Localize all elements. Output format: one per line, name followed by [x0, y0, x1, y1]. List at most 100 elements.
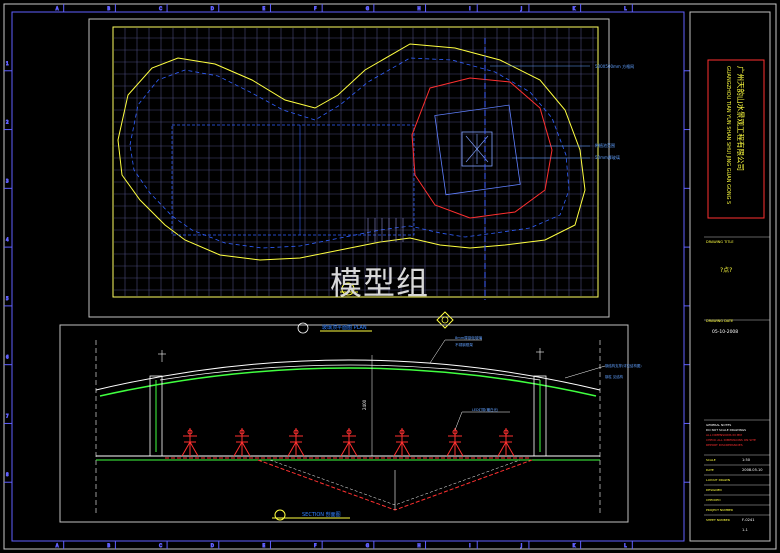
glass-roof-arch-inner [99, 367, 597, 397]
grid-number-left: 8 [6, 472, 9, 477]
grid-number-left: 6 [6, 355, 9, 360]
grid-letter-top: K [573, 6, 576, 11]
dimension-height-text: 2400 [362, 399, 367, 410]
grid-letter-top: F [314, 6, 317, 11]
elevation-marker-right [536, 348, 544, 360]
grid-letter-bottom: D [211, 543, 214, 548]
plan-viewport-outer [88, 18, 610, 318]
plan-viewport [112, 26, 599, 298]
tb-row-label: SCALE [706, 458, 716, 462]
planting-hatch [465, 134, 489, 164]
view-marker-icon [436, 311, 454, 329]
callout-3: 钢结构支撑(详见结构图) [605, 363, 642, 368]
glass-roof-arch [95, 359, 601, 391]
tb-row-label: PROJECT NUMBER [706, 508, 733, 512]
grid-number-left: 2 [6, 120, 9, 125]
grid-letter-bottom: G [366, 543, 369, 548]
title-block: GUANGZHOU TIAN YUN SHAN SHUI JING GUAN G… [689, 11, 771, 542]
tb-row-value: 1-1 [742, 528, 748, 532]
grid-letter-top: L [624, 6, 627, 11]
callout-2: 不锈钢框架 [455, 342, 473, 347]
callout-leader-1 [429, 339, 446, 364]
elevation-marker-left [158, 350, 166, 362]
general-note: ALL DIMENSIONS IN MM [706, 433, 742, 437]
general-note: REPORT DISCREPANCIES [706, 443, 743, 447]
tb-row-value: 2008.05.10 [742, 468, 763, 472]
grid-letter-top: I [469, 6, 470, 11]
grid-letter-bottom: B [107, 543, 110, 548]
watermark-text: 模型组 [330, 264, 430, 302]
grid-letter-bottom: H [418, 543, 421, 548]
grid-letter-top: D [211, 6, 214, 11]
glass-roof-outline [117, 43, 586, 261]
grid-letter-bottom: I [469, 543, 470, 548]
plan-label-dim: 500X500mm 方格网 [595, 63, 634, 69]
drawing-frame [11, 11, 685, 542]
section-viewport [59, 324, 629, 523]
grid-number-left: 5 [6, 296, 9, 301]
lamp-fixtures [181, 428, 515, 457]
grid-letter-top: E [262, 6, 265, 11]
section-bottom-title: SECTION 剖面图 [302, 511, 341, 518]
section-view: 玻璃顶平面图 PLAN 2400 8mm厚钢化玻璃 不锈钢框架 钢结构支撑(详见… [59, 322, 642, 523]
grid-letter-top: B [107, 6, 110, 11]
lamp-fixture-icon [393, 428, 411, 457]
date-label: DRAWING DATE [706, 319, 733, 323]
grid-letter-bottom: A [56, 543, 59, 548]
grid-number-left: 7 [6, 413, 9, 418]
plan-grid [114, 28, 597, 296]
drawing-title-value: ?点? [720, 266, 732, 274]
grid-letter-bottom: F [314, 543, 317, 548]
general-note: DO NOT SCALE DRAWINGS [706, 428, 746, 432]
planting-area-red [411, 77, 553, 219]
grid-letter-top: C [159, 6, 162, 11]
callout-leader-3 [454, 411, 463, 431]
tb-row-label: CHECKED [706, 498, 721, 502]
title-block-rows: SCALE DATE LAYOUT DRAWN DESIGNED CHECKED PROJ… [704, 454, 770, 532]
company-box [707, 59, 765, 219]
lamp-fixture-icon [181, 428, 199, 457]
plan-stairs [367, 218, 404, 242]
date-value: 05-10-2008 [712, 329, 738, 335]
callout-5: 钢柱 见结构 [605, 374, 624, 379]
tb-row-label: SHEET NUMBER [706, 518, 730, 522]
section-bottom-marker-icon [272, 509, 350, 521]
grid-number-left: 3 [6, 178, 9, 183]
tb-row-value: F-0241 [742, 518, 755, 522]
title-block-frame [689, 11, 771, 542]
lamp-fixture-icon [287, 428, 305, 457]
grid-letter-bottom: L [624, 543, 627, 548]
grid-number-left: 4 [6, 237, 9, 242]
glass-roof-arch-under [159, 364, 541, 381]
lamp-fixture-icon [340, 428, 358, 457]
tb-row-label: DESIGNED [706, 488, 722, 492]
lamp-fixture-icon [497, 428, 515, 457]
lamp-fixture-icon [446, 428, 464, 457]
tb-row-label: LAYOUT DRAWN [706, 478, 730, 482]
grid-letter-bottom: E [262, 543, 265, 548]
tb-row-label: DATE [706, 468, 714, 472]
section-top-title: 玻璃顶平面图 PLAN [322, 324, 367, 331]
sheet-border [3, 3, 777, 550]
grid-number-left: 1 [6, 61, 9, 66]
lamp-fixture-icon [233, 428, 251, 457]
plan-title-marker-icon [340, 282, 358, 296]
tb-row-value: 1:50 [742, 458, 751, 462]
grid-letter-bottom: K [573, 543, 576, 548]
plan-label-note2: 50mm厚玻璃 [595, 154, 620, 160]
plan-label-note1: 种植池范围 [595, 142, 615, 148]
grid-letter-top: H [418, 6, 421, 11]
callout-4: LED灯带(暖白光) [472, 407, 499, 412]
plan-view: 500X500mm 方格网 种植池范围 50mm厚玻璃 [88, 18, 634, 329]
grid-letter-top: J [520, 6, 522, 11]
plan-inner-structure [171, 124, 415, 236]
callout-leader-2 [564, 365, 606, 379]
grid-letter-top: G [366, 6, 369, 11]
planting-inner-box [434, 104, 521, 196]
general-note: GENERAL NOTES [706, 423, 731, 427]
glass-roof-inner-outline [129, 57, 570, 249]
drawing-title-label: DRAWING TITLE [706, 240, 734, 244]
